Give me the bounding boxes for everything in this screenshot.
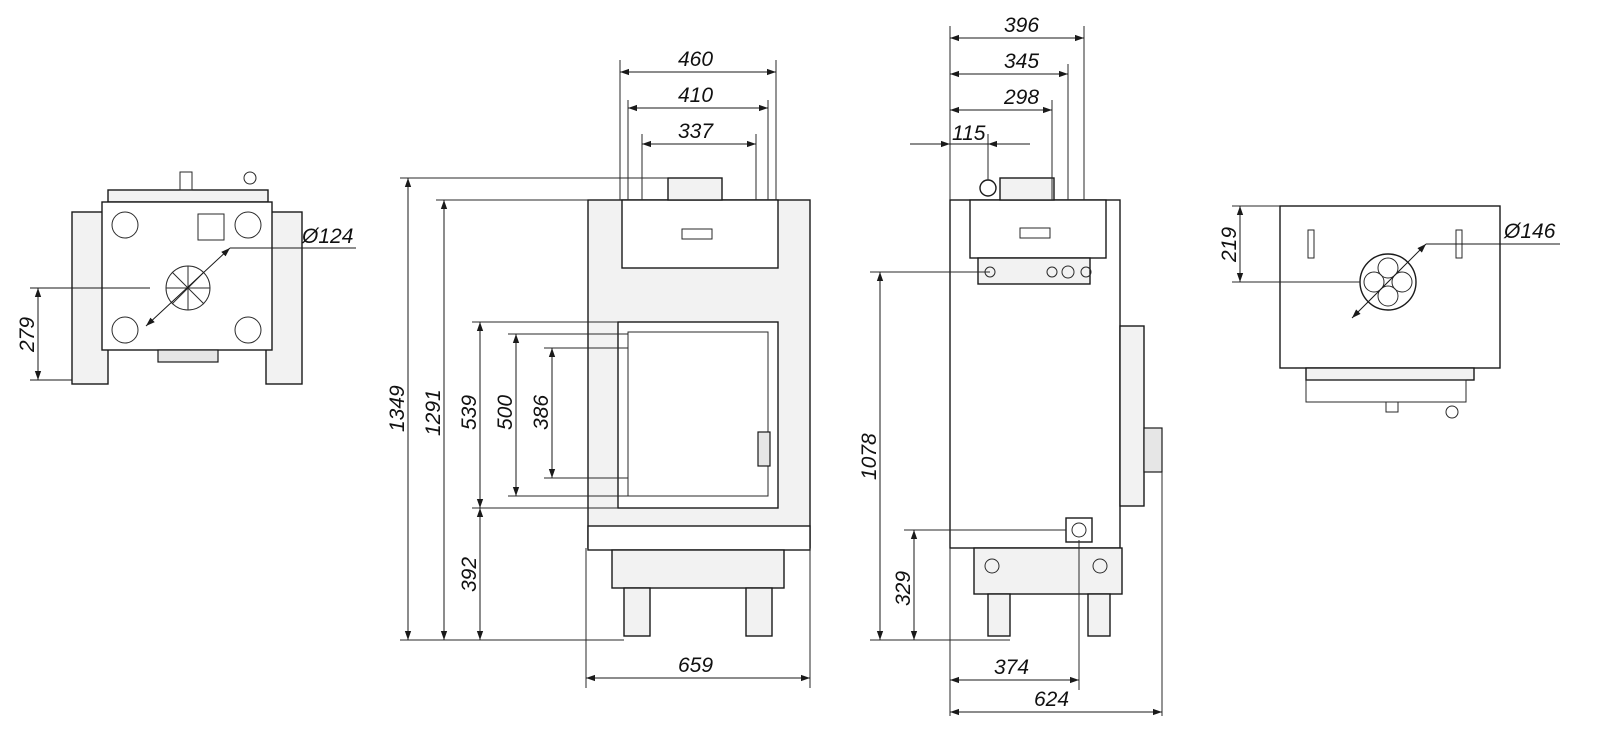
dim-659: 659 — [678, 654, 713, 677]
connector-3 — [1061, 265, 1075, 279]
side-top-panel — [969, 199, 1107, 259]
right-top-front-strip — [1305, 379, 1467, 403]
corner-hole-bl — [111, 316, 139, 344]
top-knob — [243, 171, 257, 185]
front-top-panel — [621, 199, 779, 269]
dim-539: 539 — [458, 395, 481, 430]
dim-460: 460 — [678, 48, 713, 71]
dim-298: 298 — [1003, 86, 1039, 109]
dim-386: 386 — [530, 395, 553, 430]
front-handle — [681, 228, 713, 240]
front-leg-left — [623, 587, 651, 637]
glass-door-frame — [617, 321, 779, 509]
corner-hole-br — [234, 316, 262, 344]
front-flue-collar — [667, 177, 723, 201]
side-leg-right — [1087, 593, 1111, 637]
dim-1291: 1291 — [422, 389, 445, 436]
side-connector-strip — [977, 257, 1091, 285]
dim-396: 396 — [1004, 14, 1039, 37]
top-flue-bar — [107, 189, 269, 203]
right-top-knob — [1445, 405, 1459, 419]
bottom-handle — [157, 349, 219, 363]
dim-115: 115 — [952, 122, 986, 145]
side-leg-left — [987, 593, 1011, 637]
top-view-right: Ø146 219 — [1218, 205, 1560, 419]
side-handle — [1019, 227, 1051, 239]
front-base-band — [587, 525, 811, 551]
dim-410: 410 — [678, 84, 713, 107]
top-body — [101, 201, 273, 351]
side-air-inlet — [1065, 517, 1093, 543]
corner-hole-tl — [111, 211, 139, 239]
top-lug — [179, 171, 193, 191]
top-plate — [197, 213, 225, 241]
right-top-front-bar — [1305, 367, 1475, 381]
corner-hole-tr — [234, 211, 262, 239]
right-top-lug — [1385, 401, 1399, 413]
dim-500: 500 — [494, 395, 517, 430]
dim-219: 219 — [1218, 227, 1241, 263]
slot-left — [1307, 229, 1315, 259]
side-door-latch — [1143, 427, 1163, 473]
dim-1349: 1349 — [386, 385, 409, 432]
dim-392: 392 — [458, 557, 481, 592]
side-door-profile — [1119, 325, 1145, 507]
dim-374: 374 — [994, 656, 1029, 679]
side-base — [973, 547, 1123, 595]
side-flue-collar — [999, 177, 1055, 201]
base-hole-left — [984, 558, 1000, 574]
dim-1078: 1078 — [858, 433, 881, 480]
connector-4 — [1080, 266, 1092, 278]
dim-329: 329 — [892, 571, 915, 606]
dim-345: 345 — [1004, 50, 1039, 73]
dim-diameter-146: Ø146 — [1503, 220, 1556, 243]
glass-door-glass — [627, 331, 769, 497]
dim-337: 337 — [678, 120, 714, 143]
dim-624: 624 — [1034, 688, 1069, 711]
front-leg-right — [745, 587, 773, 637]
base-hole-right — [1092, 558, 1108, 574]
front-view: 460 410 337 1349 1291 539 500 386 392 65… — [386, 48, 811, 688]
door-latch — [757, 431, 771, 467]
top-view-left: Ø124 279 — [16, 171, 356, 385]
front-ash-box — [611, 549, 785, 589]
connector-2 — [1046, 266, 1058, 278]
side-view: 396 345 298 115 1078 329 374 624 — [858, 14, 1163, 716]
dim-diameter-124: Ø124 — [301, 225, 353, 248]
air-inlet-ring — [979, 179, 997, 197]
dim-279: 279 — [16, 317, 39, 353]
